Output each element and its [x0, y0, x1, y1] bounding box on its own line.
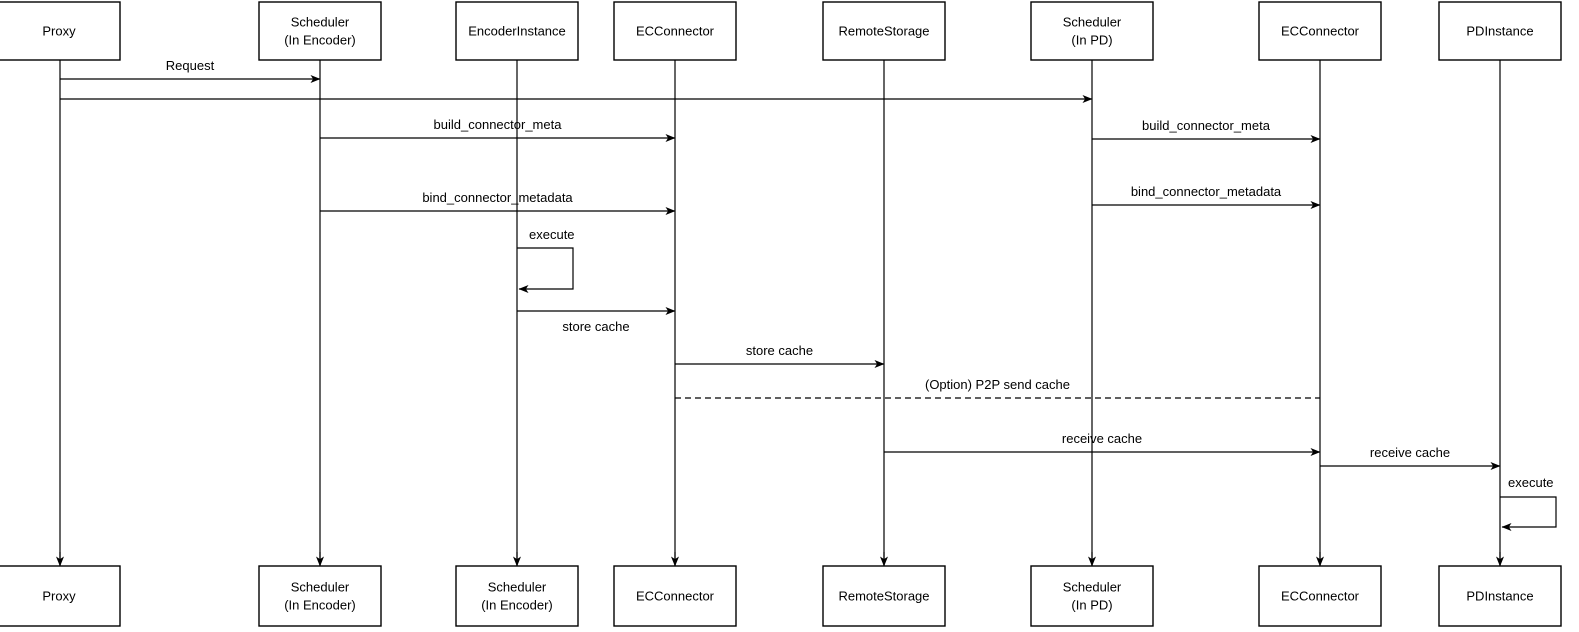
message-m1[interactable]: Request	[60, 58, 321, 83]
participant-box-bottom-ecconn_pd[interactable]: ECConnector	[1258, 565, 1382, 627]
box-shape	[613, 565, 737, 627]
participant-label-line1: PDInstance	[1466, 588, 1533, 603]
message-label: store cache	[746, 343, 813, 358]
participant-box-bottom-pd_inst[interactable]: PDInstance	[1438, 565, 1562, 627]
message-label: build_connector_meta	[434, 117, 563, 132]
box-shape	[0, 1, 121, 61]
message-m8[interactable]: store cache	[675, 343, 885, 368]
participant-label-line2: (In PD)	[1071, 32, 1112, 47]
participant-label-line1: Scheduler	[291, 14, 350, 29]
box-shape	[822, 565, 946, 627]
participant-box-top-remote_store[interactable]: RemoteStorage	[822, 1, 946, 61]
message-m6[interactable]: bind_connector_metadata	[1092, 184, 1321, 209]
participant-box-top-sched_pd[interactable]: Scheduler (In PD)	[1030, 1, 1154, 61]
box-shape	[822, 1, 946, 61]
participant-label-line1: Scheduler	[1063, 14, 1122, 29]
message-label: build_connector_meta	[1142, 118, 1271, 133]
message-m9[interactable]: (Option) P2P send cache	[675, 377, 1320, 399]
box-shape	[1258, 565, 1382, 627]
participant-box-bottom-encoder_inst[interactable]: Scheduler (In Encoder)	[455, 565, 579, 627]
box-shape	[0, 565, 121, 627]
participant-label-line1: ECConnector	[1281, 588, 1360, 603]
participant-box-top-sched_enc[interactable]: Scheduler (In Encoder)	[258, 1, 382, 61]
participant-box-top-pd_inst[interactable]: PDInstance	[1438, 1, 1562, 61]
message-label: receive cache	[1062, 431, 1142, 446]
participant-label-line1: Proxy	[42, 23, 76, 38]
self-call-loop	[517, 247, 574, 293]
self-call-s1[interactable]: execute	[517, 227, 575, 293]
participant-box-bottom-ecconn_enc[interactable]: ECConnector	[613, 565, 737, 627]
message-label: bind_connector_metadata	[1131, 184, 1282, 199]
box-shape	[1030, 565, 1154, 627]
self-call-label: execute	[529, 227, 575, 242]
box-shape	[258, 565, 382, 627]
participant-box-top-encoder_inst[interactable]: EncoderInstance	[455, 1, 579, 61]
message-label: (Option) P2P send cache	[925, 377, 1070, 392]
participant-label-line2: (In Encoder)	[284, 32, 356, 47]
messages-layer: Request build_connector_meta build_connect…	[60, 58, 1501, 470]
participant-label-line1: ECConnector	[636, 23, 715, 38]
participant-label-line1: Scheduler	[291, 579, 350, 594]
participant-box-bottom-sched_enc[interactable]: Scheduler (In Encoder)	[258, 565, 382, 627]
self-calls-layer: execute execute	[517, 227, 1557, 531]
box-shape	[1030, 1, 1154, 61]
participant-box-top-ecconn_enc[interactable]: ECConnector	[613, 1, 737, 61]
message-m10[interactable]: receive cache	[884, 431, 1321, 456]
participant-box-bottom-remote_store[interactable]: RemoteStorage	[822, 565, 946, 627]
box-shape	[455, 1, 579, 61]
box-shape	[258, 1, 382, 61]
participant-label-line2: (In Encoder)	[481, 597, 553, 612]
participant-label-line2: (In PD)	[1071, 597, 1112, 612]
box-shape	[455, 565, 579, 627]
participant-label-line1: EncoderInstance	[468, 23, 566, 38]
participant-box-top-ecconn_pd[interactable]: ECConnector	[1258, 1, 1382, 61]
self-call-s2[interactable]: execute	[1500, 475, 1557, 531]
message-m5[interactable]: bind_connector_metadata	[320, 190, 676, 215]
participant-label-line1: ECConnector	[1281, 23, 1360, 38]
message-label: bind_connector_metadata	[422, 190, 573, 205]
message-m4[interactable]: build_connector_meta	[1092, 118, 1321, 143]
participant-box-top-proxy[interactable]: Proxy	[0, 1, 121, 61]
participant-label-line2: (In Encoder)	[284, 597, 356, 612]
participant-label-line1: PDInstance	[1466, 23, 1533, 38]
box-shape	[1438, 565, 1562, 627]
message-m7[interactable]: store cache	[517, 307, 676, 334]
self-call-label: execute	[1508, 475, 1554, 490]
box-shape	[1438, 1, 1562, 61]
participant-label-line1: ECConnector	[636, 588, 715, 603]
lifelines-layer	[56, 60, 1504, 574]
participant-label-line1: RemoteStorage	[838, 23, 929, 38]
self-call-loop	[1500, 496, 1557, 531]
message-m11[interactable]: receive cache	[1320, 445, 1501, 470]
box-shape	[613, 1, 737, 61]
message-label: store cache	[562, 319, 629, 334]
participant-label-line1: Scheduler	[1063, 579, 1122, 594]
participant-box-bottom-sched_pd[interactable]: Scheduler (In PD)	[1030, 565, 1154, 627]
message-label: Request	[166, 58, 215, 73]
participant-label-line1: Scheduler	[488, 579, 547, 594]
participant-label-line1: Proxy	[42, 588, 76, 603]
participant-label-line1: RemoteStorage	[838, 588, 929, 603]
participant-box-bottom-proxy[interactable]: Proxy	[0, 565, 121, 627]
box-shape	[1258, 1, 1382, 61]
message-m3[interactable]: build_connector_meta	[320, 117, 676, 142]
message-label: receive cache	[1370, 445, 1450, 460]
